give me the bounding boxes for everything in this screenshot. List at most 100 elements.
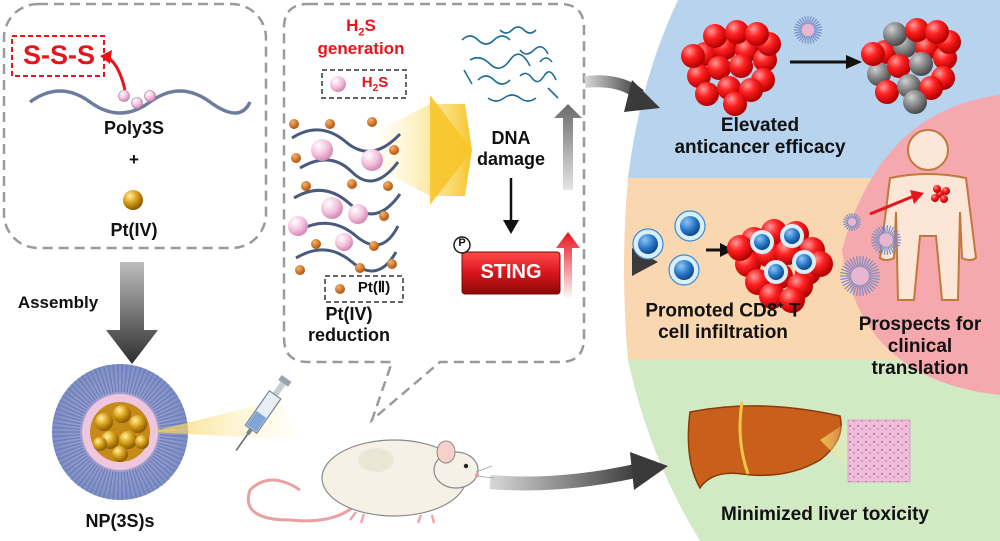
np-spike [52, 421, 81, 428]
np-spike [54, 442, 82, 452]
np-spike [128, 470, 138, 499]
np-spike [150, 457, 173, 477]
tumor-cell [745, 22, 769, 46]
np-spike [81, 375, 99, 400]
tumor-cell [905, 18, 929, 42]
np-spike [156, 447, 183, 461]
np-spike [154, 399, 181, 414]
polymer-network [291, 128, 402, 273]
np-spike [120, 364, 124, 393]
tumor-cell [729, 54, 753, 78]
np-spike [148, 459, 170, 480]
tumor-cell [695, 82, 719, 106]
np-spike [59, 399, 86, 414]
tumor-cell [903, 90, 927, 114]
human-figure [878, 129, 978, 301]
p-badge-circle [453, 236, 471, 254]
np-spike [57, 403, 84, 417]
t-cell-nucleus [768, 264, 784, 280]
pt4-label: Pt(IV) [110, 220, 158, 240]
np-spike [52, 434, 81, 438]
np-spike [57, 447, 84, 461]
np-spike [93, 468, 106, 496]
np-spike [98, 469, 109, 497]
np-spike [67, 387, 90, 407]
np-spike [81, 464, 99, 489]
np-spike [98, 367, 109, 395]
np-spike [131, 469, 142, 497]
tumor-cell [681, 44, 705, 68]
np-spike [93, 368, 106, 396]
np-spike [141, 464, 159, 489]
np-spike [159, 421, 188, 428]
np-spike [134, 368, 147, 396]
np-spike [112, 364, 117, 393]
tumor-cell [725, 20, 749, 44]
np-spike [73, 461, 94, 484]
plus-sign: + [129, 150, 139, 169]
np-spike [53, 417, 82, 425]
tumor-cell [925, 20, 949, 44]
arrow-to-liver [630, 452, 668, 490]
np-spike [151, 391, 176, 410]
syringe [235, 375, 292, 451]
tumor-after [861, 18, 961, 114]
np-spike [157, 445, 185, 456]
np-spike [126, 364, 133, 393]
np-spike [144, 463, 163, 487]
assembly-arrow [106, 262, 158, 364]
np-spike [156, 403, 183, 417]
np-spike [61, 452, 87, 469]
np-spike [52, 436, 81, 443]
reduction-label: Pt(IV)reduction [307, 304, 390, 345]
heart-tumor-cell [931, 194, 939, 202]
np-spike [159, 436, 188, 443]
np-spike [89, 467, 104, 494]
np-spike [77, 377, 96, 401]
tumor-cell [861, 42, 885, 66]
np-spike [150, 387, 173, 407]
t-cell-nucleus [784, 228, 800, 244]
sting-up-arrow [556, 232, 580, 300]
tumor-cell [867, 62, 891, 86]
np-spike [73, 380, 94, 403]
tumor-cell [723, 92, 747, 116]
np-spike [107, 364, 114, 393]
np-spike [146, 380, 167, 403]
np-spike [107, 471, 114, 500]
heart-tumor-small [931, 185, 950, 203]
tumor-cell [707, 56, 731, 80]
heart-tumor-cell [940, 195, 948, 203]
tumor-infiltrated [727, 219, 833, 313]
np-spike [53, 439, 82, 447]
sss-box [11, 35, 105, 77]
np-spike [144, 377, 163, 401]
np-spike [158, 439, 187, 447]
np-spike [59, 450, 86, 465]
np-spike [55, 445, 83, 456]
tumor-cell [919, 76, 943, 100]
tumor-cell [759, 283, 785, 309]
np-spike [102, 365, 112, 394]
tumor-cell [883, 22, 907, 46]
nanoparticles-translation [840, 213, 901, 296]
tumor-cell [703, 24, 727, 48]
arrow-to-efficacy [624, 80, 660, 112]
np-spike [153, 395, 179, 412]
np-spike [146, 461, 167, 484]
h2s-generation-title: H2S generation [317, 16, 405, 59]
tumor-cell [909, 52, 933, 76]
np-spike [148, 384, 170, 405]
sting-block [461, 251, 561, 295]
tumor-cell [779, 287, 805, 313]
np-spike [151, 454, 176, 473]
heart-tumor-cell [942, 187, 950, 195]
np-spike [85, 372, 101, 398]
np-spike [158, 417, 187, 425]
translation-zone [842, 95, 1000, 395]
np-spike [123, 364, 128, 393]
t-cell-nucleus [796, 254, 812, 270]
